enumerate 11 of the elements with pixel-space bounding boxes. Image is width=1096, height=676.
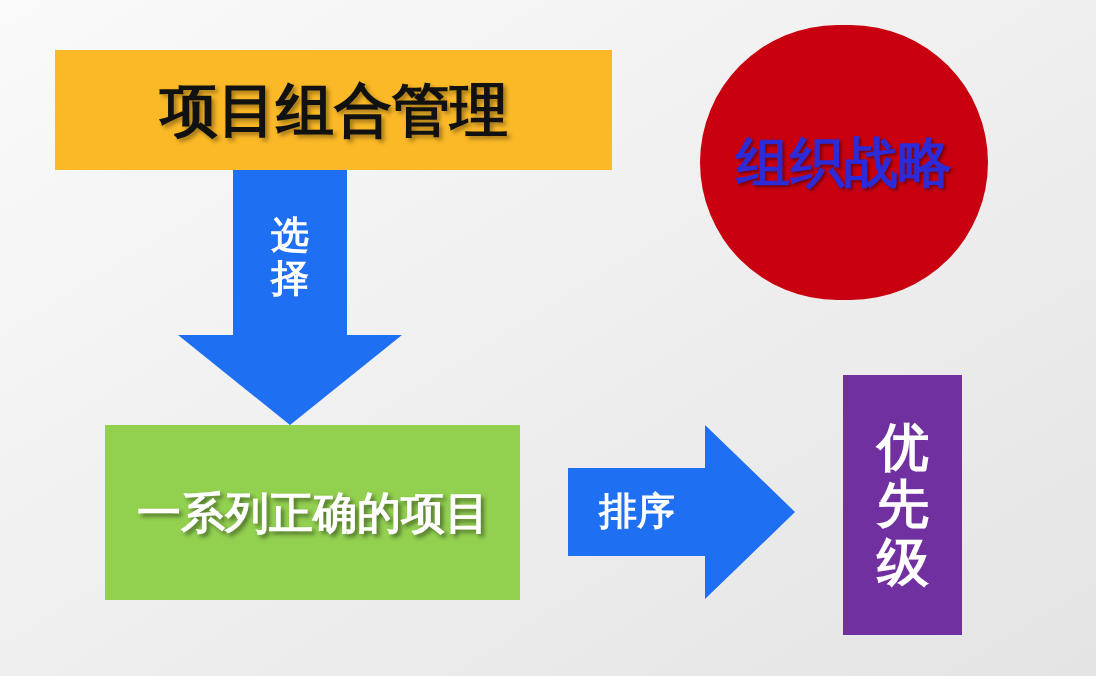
process-box (105, 425, 520, 600)
node-label: 组织战略 (736, 130, 952, 196)
process-box (55, 50, 612, 170)
block-arrow (568, 425, 795, 599)
block-arrow (178, 170, 402, 425)
edge-label: 选择 (271, 213, 309, 302)
process-box (843, 375, 962, 635)
edge-label: 排序 (598, 490, 675, 534)
node-label: 项目组合管理 (159, 74, 508, 146)
node-label: 优先级 (876, 419, 929, 591)
node-label: 一系列正确的项目 (136, 485, 489, 540)
